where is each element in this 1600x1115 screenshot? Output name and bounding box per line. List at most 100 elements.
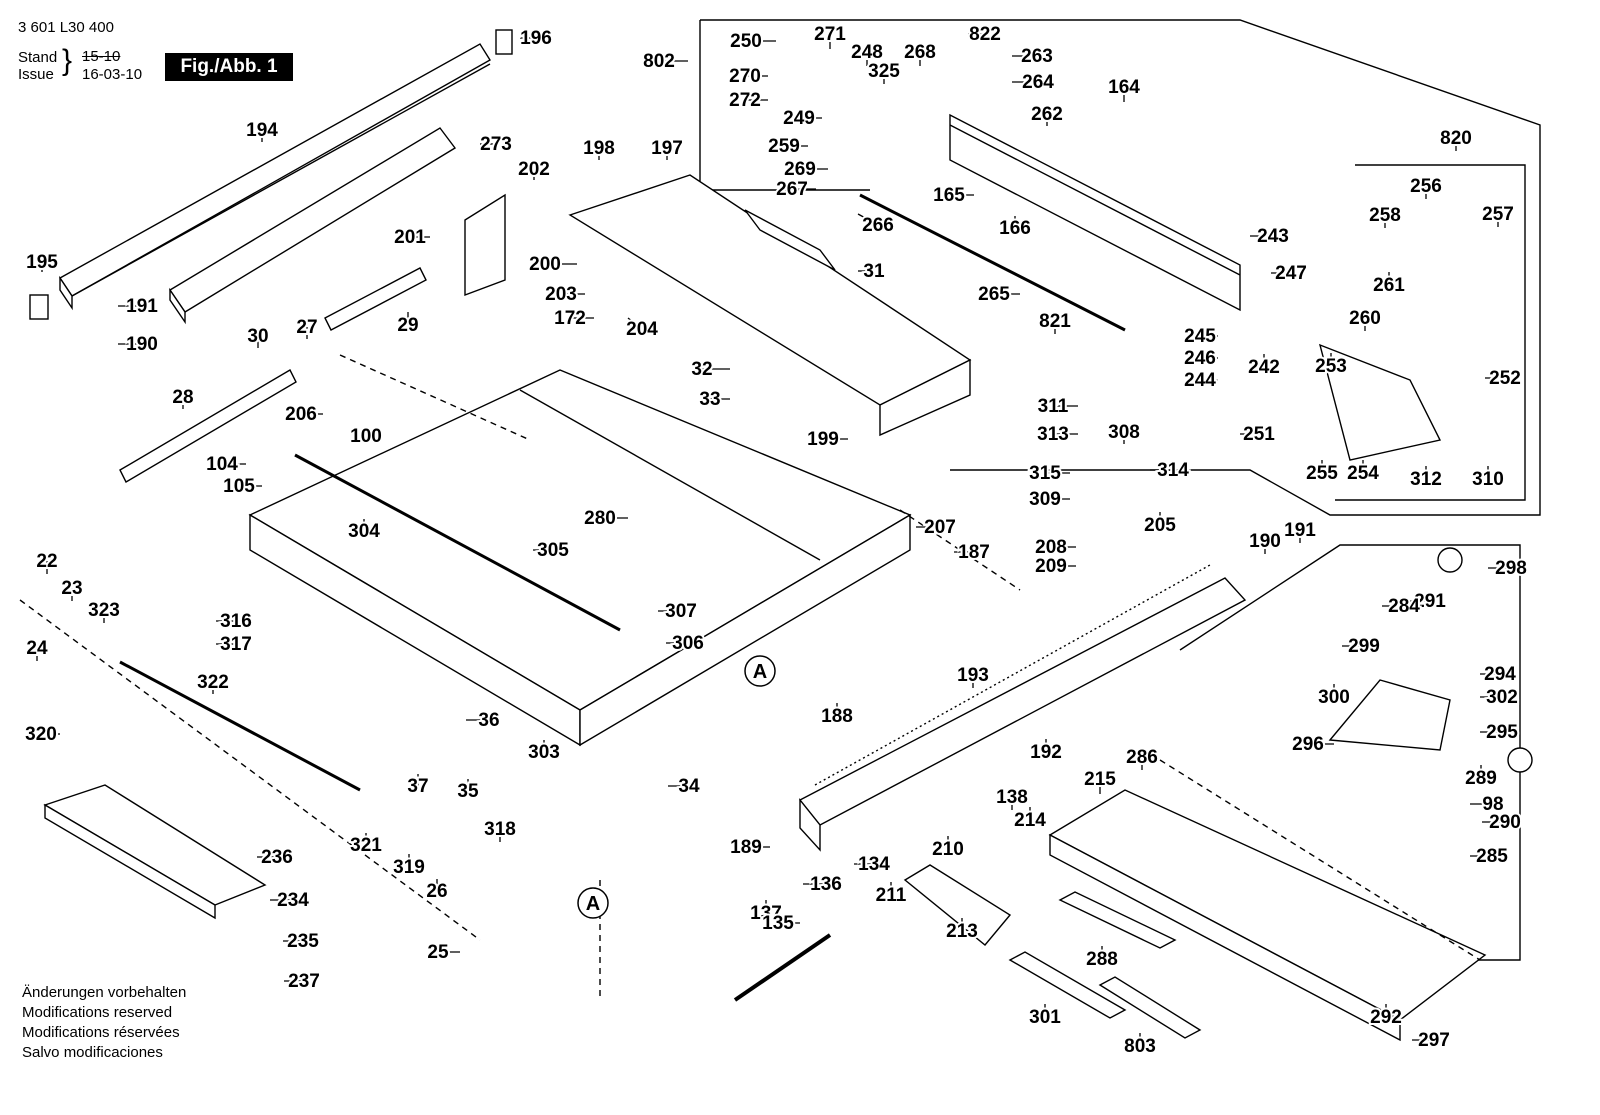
issue-label: Issue bbox=[18, 66, 54, 83]
part-number-label: 237 bbox=[288, 971, 320, 992]
part-number-label: 137 bbox=[750, 903, 782, 924]
part-number-label: 203 bbox=[545, 284, 577, 305]
part-number-label: 251 bbox=[1243, 424, 1275, 445]
part-number-label: 265 bbox=[978, 284, 1010, 305]
part-265-rod bbox=[859, 193, 1126, 332]
part-284-miter bbox=[1328, 679, 1451, 751]
part-197-table-top bbox=[568, 174, 972, 437]
part-number-label: 213 bbox=[946, 921, 978, 942]
part-number-label: 134 bbox=[858, 854, 890, 875]
part-number-label: 164 bbox=[1108, 77, 1140, 98]
assembly-box-802 bbox=[700, 19, 1541, 516]
part-number-label: 319 bbox=[393, 857, 425, 878]
part-196-cap bbox=[495, 29, 513, 55]
part-number-label: 325 bbox=[868, 61, 900, 82]
part-number-label: 247 bbox=[1275, 263, 1307, 284]
part-number-label: 104 bbox=[206, 454, 238, 475]
part-number-label: 31 bbox=[863, 261, 885, 282]
assembly-box-820 bbox=[1335, 164, 1526, 501]
disclaimer-line-en: Modifications reserved bbox=[22, 1004, 173, 1021]
part-number-label: 242 bbox=[1248, 357, 1280, 378]
part-number-label: 320 bbox=[25, 724, 57, 745]
part-195-cap bbox=[29, 294, 49, 320]
reference-mark-a-center: A bbox=[744, 655, 776, 687]
part-number-label: 191 bbox=[1284, 520, 1316, 541]
reference-mark-a-lower: A bbox=[577, 887, 609, 919]
part-number-label: 260 bbox=[1349, 308, 1381, 329]
part-number-label: 37 bbox=[407, 776, 428, 797]
part-number-label: 302 bbox=[1486, 687, 1518, 708]
assembly-box-803 bbox=[1179, 544, 1521, 961]
brace-glyph: } bbox=[62, 44, 73, 77]
part-number-label: 273 bbox=[480, 134, 512, 155]
part-number-label: 207 bbox=[924, 517, 956, 538]
part-number-label: 193 bbox=[957, 665, 989, 686]
part-number-label: 214 bbox=[1014, 810, 1046, 831]
part-number-label: 268 bbox=[904, 42, 936, 63]
part-number-label: 208 bbox=[1035, 537, 1067, 558]
part-29-strip bbox=[324, 267, 427, 331]
part-number-label: 284 bbox=[1388, 596, 1420, 617]
part-28-strip bbox=[119, 369, 297, 483]
part-number-label: 292 bbox=[1370, 1007, 1402, 1028]
part-number-label: 98 bbox=[1482, 794, 1503, 815]
part-number-label: 32 bbox=[691, 359, 712, 380]
part-number-label: 191 bbox=[126, 296, 158, 317]
part-number-label: 248 bbox=[851, 42, 883, 63]
part-number-label: 257 bbox=[1482, 204, 1514, 225]
part-number-label: 202 bbox=[518, 159, 550, 180]
part-number-label: 318 bbox=[484, 819, 516, 840]
part-number-label: 210 bbox=[932, 839, 964, 860]
part-number-label: 211 bbox=[876, 885, 907, 906]
part-number-label: 802 bbox=[643, 51, 675, 72]
part-number-label: 105 bbox=[223, 476, 255, 497]
part-number-label: 280 bbox=[584, 508, 616, 529]
part-number-label: 254 bbox=[1347, 463, 1379, 484]
leader-line bbox=[627, 317, 643, 330]
part-number-label: 803 bbox=[1124, 1036, 1156, 1057]
part-number-label: 187 bbox=[958, 542, 990, 563]
part-number-label: 189 bbox=[730, 837, 762, 858]
part-number-label: 295 bbox=[1486, 722, 1518, 743]
part-number-label: 267 bbox=[776, 179, 808, 200]
doc-number: 3 601 L30 400 bbox=[18, 19, 114, 36]
part-number-label: 166 bbox=[999, 218, 1031, 239]
part-number-label: 209 bbox=[1035, 556, 1067, 577]
part-number-label: 253 bbox=[1315, 356, 1347, 377]
part-213-bar-a bbox=[1008, 951, 1127, 1019]
issue-date: 16-03-10 bbox=[82, 66, 143, 83]
part-number-label: 296 bbox=[1292, 734, 1324, 755]
part-number-label: 244 bbox=[1184, 370, 1216, 391]
part-number-label: 206 bbox=[285, 404, 317, 425]
part-number-label: 138 bbox=[996, 787, 1028, 808]
part-number-label: 29 bbox=[397, 315, 418, 336]
part-number-label: 300 bbox=[1318, 687, 1350, 708]
part-number-label: 312 bbox=[1410, 469, 1442, 490]
part-number-label: 305 bbox=[537, 540, 569, 561]
part-262-fence bbox=[949, 113, 1241, 312]
part-213-bar-b bbox=[1098, 976, 1202, 1039]
part-number-label: 235 bbox=[287, 931, 319, 952]
part-number-label: 136 bbox=[810, 874, 842, 895]
part-200-bracket bbox=[464, 193, 506, 297]
part-number-label: 255 bbox=[1306, 463, 1338, 484]
part-number-label: 263 bbox=[1021, 46, 1053, 67]
part-number-label: 205 bbox=[1144, 515, 1176, 536]
part-number-label: 33 bbox=[699, 389, 720, 410]
part-number-label: 264 bbox=[1022, 72, 1054, 93]
part-number-label: 215 bbox=[1084, 769, 1116, 790]
part-number-label: 252 bbox=[1489, 368, 1521, 389]
part-number-label: 299 bbox=[1348, 636, 1380, 657]
part-number-label: 245 bbox=[1184, 326, 1216, 347]
reference-mark-label: A bbox=[753, 661, 767, 683]
part-273-rail bbox=[169, 127, 457, 325]
part-number-label: 266 bbox=[862, 215, 894, 236]
part-number-label: 24 bbox=[26, 638, 48, 659]
part-138-foot bbox=[903, 864, 1012, 946]
part-number-label: 307 bbox=[665, 601, 697, 622]
part-number-label: 291 bbox=[1414, 591, 1446, 612]
part-number-label: 27 bbox=[296, 317, 317, 338]
part-number-label: 262 bbox=[1031, 104, 1063, 125]
part-number-label: 188 bbox=[821, 706, 853, 727]
